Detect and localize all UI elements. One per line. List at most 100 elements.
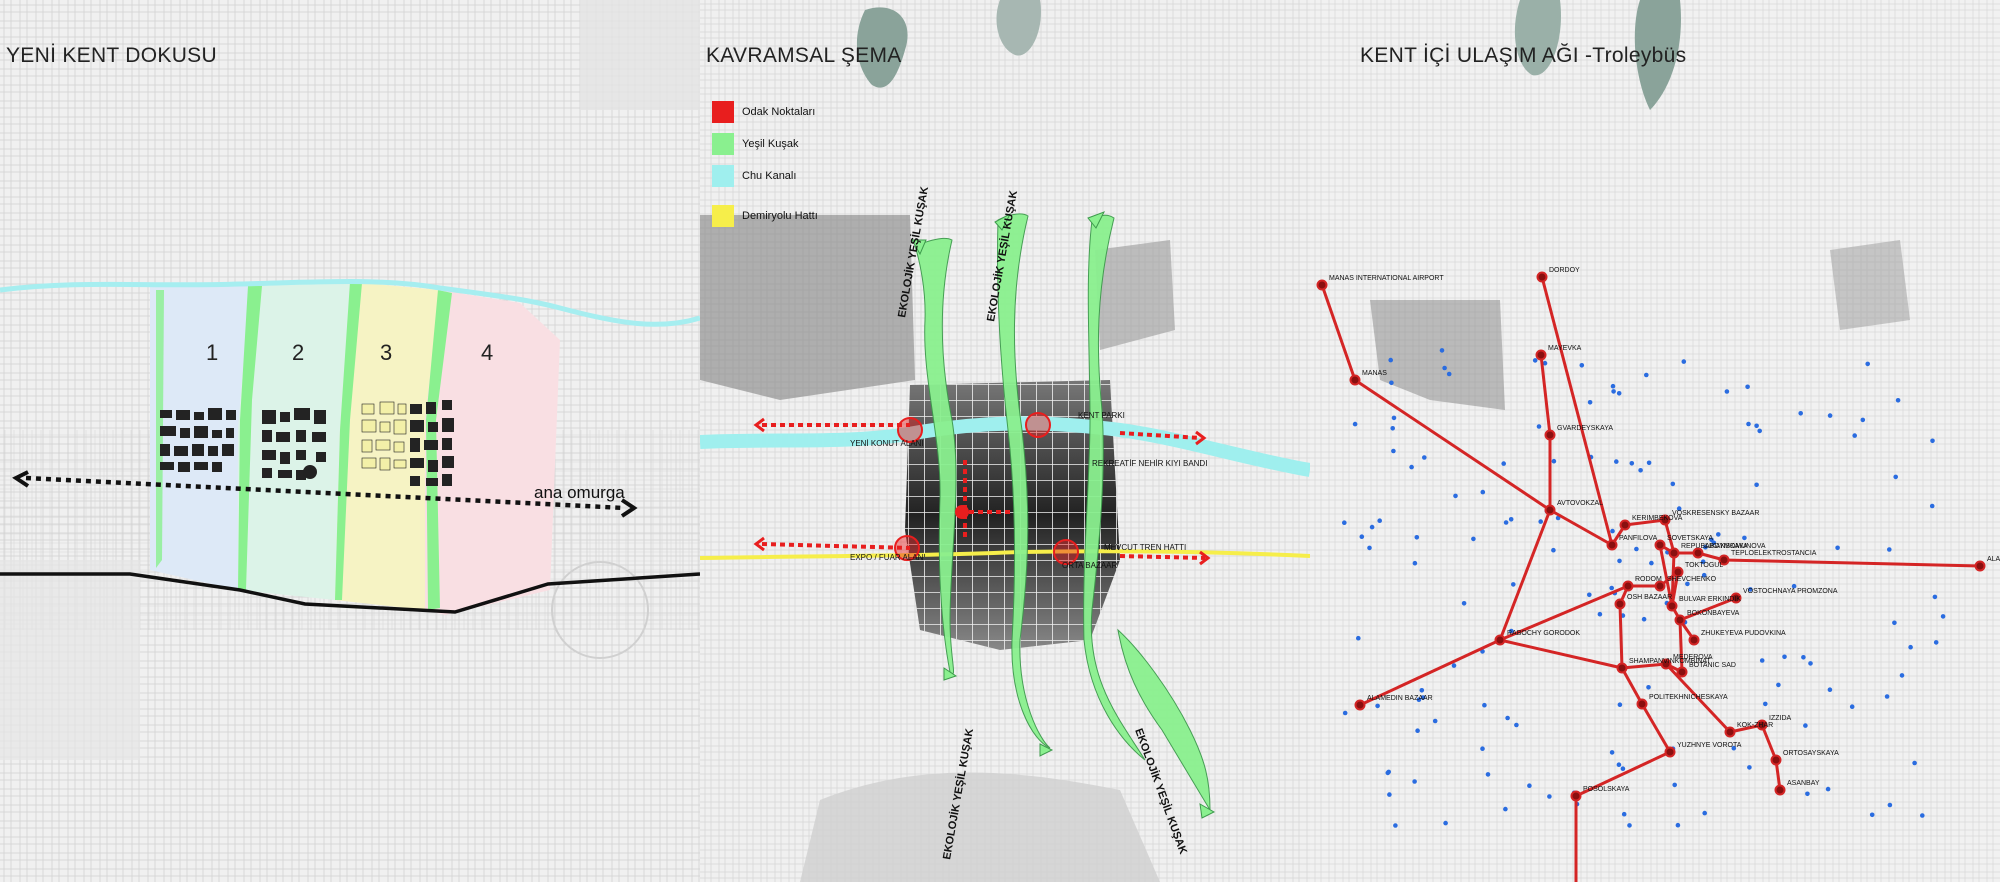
bus-stop-dot bbox=[1391, 448, 1396, 454]
bus-stop-dot bbox=[1649, 560, 1654, 566]
station-node bbox=[1494, 634, 1506, 646]
bus-stop-dot bbox=[1887, 802, 1893, 808]
bus-stop-dot bbox=[1414, 535, 1420, 540]
bus-stop-dot bbox=[1757, 428, 1762, 434]
bus-stop-dot bbox=[1536, 424, 1542, 429]
panel-kavramsal-sema: EKOLOJİK YEŞİL KUŞAK EKOLOJİK YEŞİL KUŞA… bbox=[700, 0, 1310, 882]
network-segment bbox=[1539, 354, 1552, 436]
bus-stop-dot bbox=[1805, 791, 1810, 797]
bus-stop-dot bbox=[1388, 357, 1393, 363]
bus-stop-dot bbox=[1620, 766, 1626, 771]
bus-stop-dot bbox=[1451, 663, 1457, 668]
station-label: POLITEKHNICHESKAYA bbox=[1649, 694, 1728, 701]
station-node bbox=[1622, 580, 1634, 592]
bus-stop-dot bbox=[1369, 524, 1375, 530]
network-segment bbox=[1621, 662, 1667, 670]
bus-stop-dot bbox=[1587, 592, 1592, 598]
bus-stop-dot bbox=[1709, 537, 1714, 543]
station-label: REPUBLIKANSKAYA bbox=[1681, 543, 1748, 550]
bus-stop-dot bbox=[1387, 792, 1392, 797]
bus-stop-dot bbox=[1629, 461, 1635, 466]
bus-stop-dot bbox=[1808, 661, 1813, 666]
bus-stop-dot bbox=[1930, 438, 1935, 444]
station-node bbox=[1654, 580, 1666, 592]
station-node bbox=[1354, 699, 1366, 711]
bus-stop-dot bbox=[1798, 411, 1803, 416]
bus-stop-dot bbox=[1617, 558, 1622, 564]
network-segment bbox=[1498, 509, 1552, 641]
station-node bbox=[1718, 554, 1730, 566]
bus-stop-dot bbox=[1746, 421, 1751, 427]
green-strip bbox=[238, 286, 262, 590]
bus-stop-dot bbox=[1724, 389, 1730, 394]
panel1-title: YENİ KENT DOKUSU bbox=[6, 44, 217, 67]
station-label: TOKTOGUL bbox=[1685, 562, 1723, 569]
station-node bbox=[1730, 592, 1742, 604]
bus-stop-dot bbox=[1849, 704, 1855, 709]
bus-stop-dot bbox=[1389, 380, 1394, 386]
bus-stop-dot bbox=[1352, 421, 1358, 427]
bus-stop-dot bbox=[1503, 806, 1508, 812]
station-label: IZZIDA bbox=[1769, 715, 1791, 722]
station-label: MANAS bbox=[1362, 370, 1387, 377]
station-node bbox=[1619, 519, 1631, 531]
station-nodes bbox=[1316, 271, 1986, 802]
label-rekreatif: REKREATİF NEHİR KIYI BANDI bbox=[1092, 459, 1207, 468]
bus-stop-dot bbox=[1895, 398, 1901, 403]
network-segment bbox=[1575, 750, 1671, 798]
bus-stop-dot bbox=[1409, 464, 1414, 470]
station-node bbox=[1536, 271, 1548, 283]
bus-stop-dot bbox=[1716, 532, 1721, 537]
swatch-cyan bbox=[712, 165, 734, 187]
network-segment bbox=[1620, 667, 1644, 705]
trolleybus-lines bbox=[1320, 276, 1981, 882]
panel2-title: KAVRAMSAL ŞEMA bbox=[706, 44, 902, 67]
bus-stop-dot bbox=[1825, 786, 1831, 792]
reservoir bbox=[1634, 0, 1681, 110]
bus-stop-dot bbox=[1609, 750, 1615, 755]
bus-stop-dot bbox=[1801, 655, 1806, 660]
arrow-right-icon bbox=[620, 498, 638, 518]
station-labels: MANAS INTERNATIONAL AIRPORTMANASDORDOYMA… bbox=[1329, 267, 2000, 793]
station-node bbox=[1676, 666, 1688, 678]
bus-stop-dot bbox=[1703, 544, 1708, 550]
bus-stop-dot bbox=[1940, 614, 1946, 619]
network-segment bbox=[1679, 596, 1737, 622]
network-segment bbox=[1664, 662, 1732, 734]
bus-stop-dot bbox=[1782, 654, 1787, 660]
spine-label: ana omurga bbox=[534, 483, 625, 502]
bus-stop-dot bbox=[1929, 503, 1935, 509]
station-label: VOSKRESENSKY BAZAAR bbox=[1672, 510, 1759, 517]
bus-stop-dot bbox=[1731, 745, 1737, 751]
bus-stop-dot bbox=[1638, 468, 1643, 473]
station-label: BULVAR ERKINDIK bbox=[1679, 596, 1741, 603]
station-node bbox=[1774, 784, 1786, 796]
bus-stop-dot bbox=[1611, 389, 1616, 394]
bus-stop-dot bbox=[1480, 489, 1486, 495]
bus-stop-dot bbox=[1745, 384, 1750, 390]
network-segment bbox=[1359, 638, 1501, 707]
bus-stop-dot bbox=[1865, 361, 1870, 367]
arrow-left-icon bbox=[12, 470, 30, 488]
bus-stop-dot bbox=[1641, 616, 1647, 622]
station-label: SOVETSKAYA bbox=[1667, 535, 1713, 542]
bus-stop-dot bbox=[1675, 822, 1681, 828]
station-label: ABDYMOMUNOVA bbox=[1705, 543, 1766, 550]
bus-stop-dot bbox=[1887, 547, 1892, 552]
legend-label: Odak Noktaları bbox=[742, 106, 816, 118]
bus-stop-dot bbox=[1443, 820, 1448, 826]
bus-stop-dot bbox=[1342, 710, 1348, 716]
bus-stop-dot bbox=[1505, 715, 1510, 721]
network-segment bbox=[1320, 284, 1357, 381]
network-segment bbox=[1670, 552, 1676, 607]
bus-stop-dot bbox=[1932, 594, 1938, 600]
bus-stop-dot bbox=[1702, 810, 1707, 816]
bus-stop-dot bbox=[1527, 783, 1532, 788]
station-node bbox=[1674, 614, 1686, 626]
station-label: AVTOVOKZAL bbox=[1557, 500, 1603, 507]
station-label: POSOLSKAYA bbox=[1583, 786, 1630, 793]
bus-stop-dot bbox=[1852, 433, 1857, 438]
bus-stop-dot bbox=[1933, 640, 1939, 645]
station-label: VOSTOCHNAYA PROMZONA bbox=[1743, 588, 1838, 595]
